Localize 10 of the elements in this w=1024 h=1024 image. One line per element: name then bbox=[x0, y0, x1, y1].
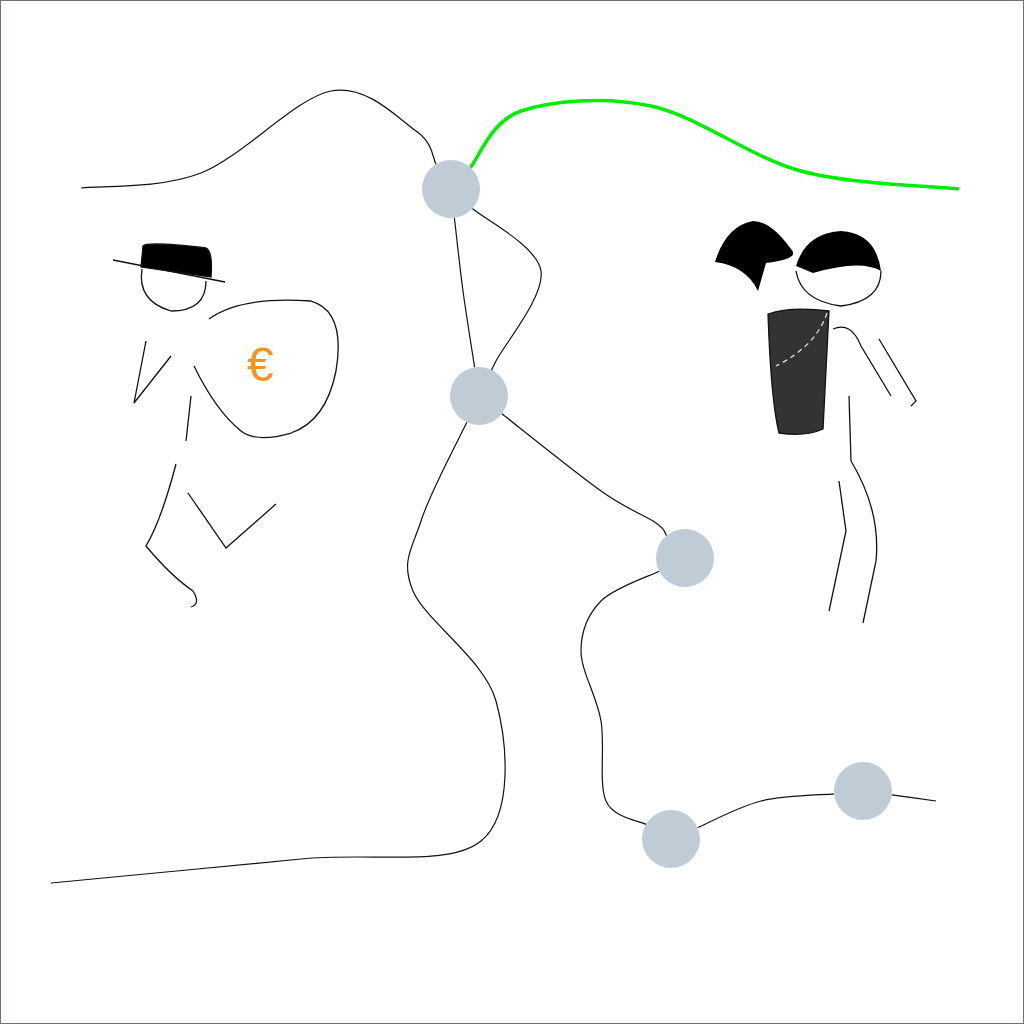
path-line bbox=[580, 570, 660, 825]
currency-symbol: € bbox=[247, 341, 274, 389]
highlighted-path-line bbox=[468, 98, 960, 191]
path-line bbox=[891, 794, 937, 802]
path-line bbox=[453, 217, 476, 368]
path-line bbox=[471, 207, 542, 372]
path-line bbox=[501, 413, 668, 537]
path-line bbox=[697, 793, 835, 829]
path-line bbox=[50, 421, 506, 884]
path-line bbox=[80, 89, 437, 189]
